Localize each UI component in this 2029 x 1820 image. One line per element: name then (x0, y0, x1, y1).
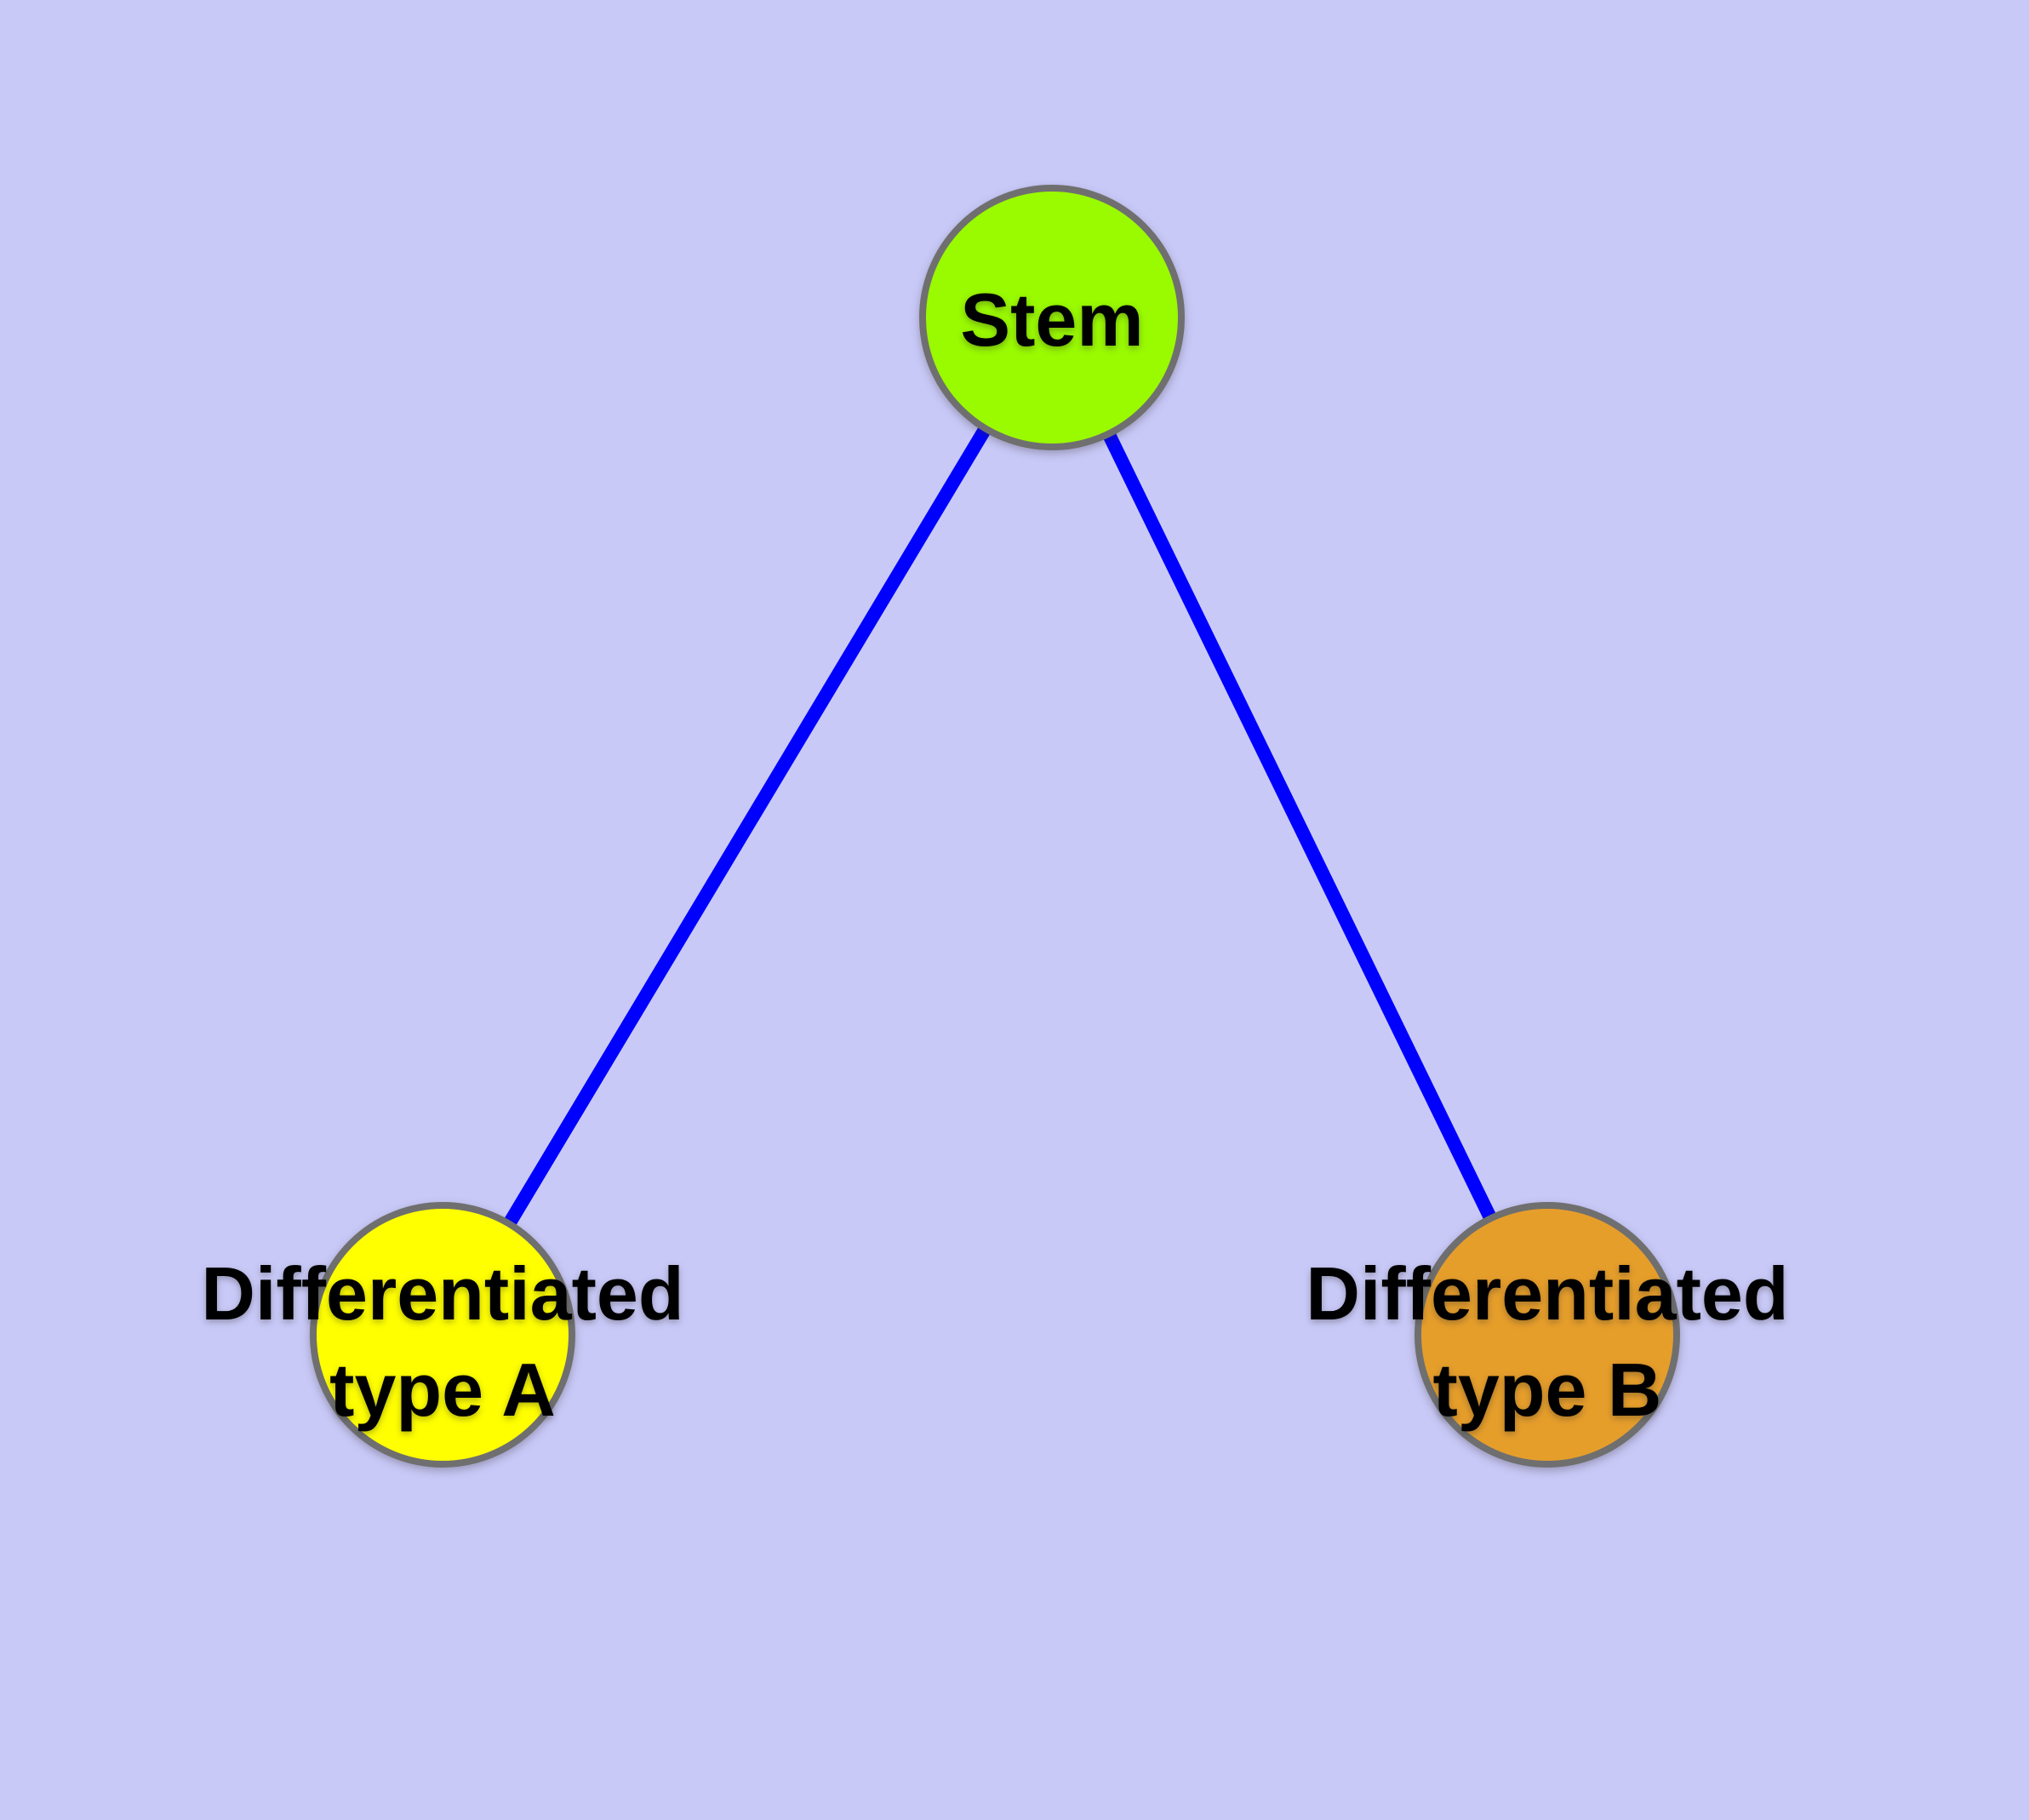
node-type-a-label-line-2: type A (329, 1348, 556, 1432)
node-stem-label: Stem (960, 278, 1143, 362)
edge-stem-to-type-a (437, 313, 1058, 1339)
node-stem-circle (919, 185, 1185, 450)
node-type-a-circle (310, 1202, 575, 1468)
node-type-b-circle (1415, 1202, 1680, 1468)
node-type-b-label-line-1: Differentiated (1306, 1251, 1788, 1336)
node-type-b-label-line-2: type B (1433, 1348, 1662, 1432)
node-type-a-label-line-1: Differentiated (201, 1251, 683, 1336)
edge-stem-to-type-b (1045, 314, 1554, 1338)
